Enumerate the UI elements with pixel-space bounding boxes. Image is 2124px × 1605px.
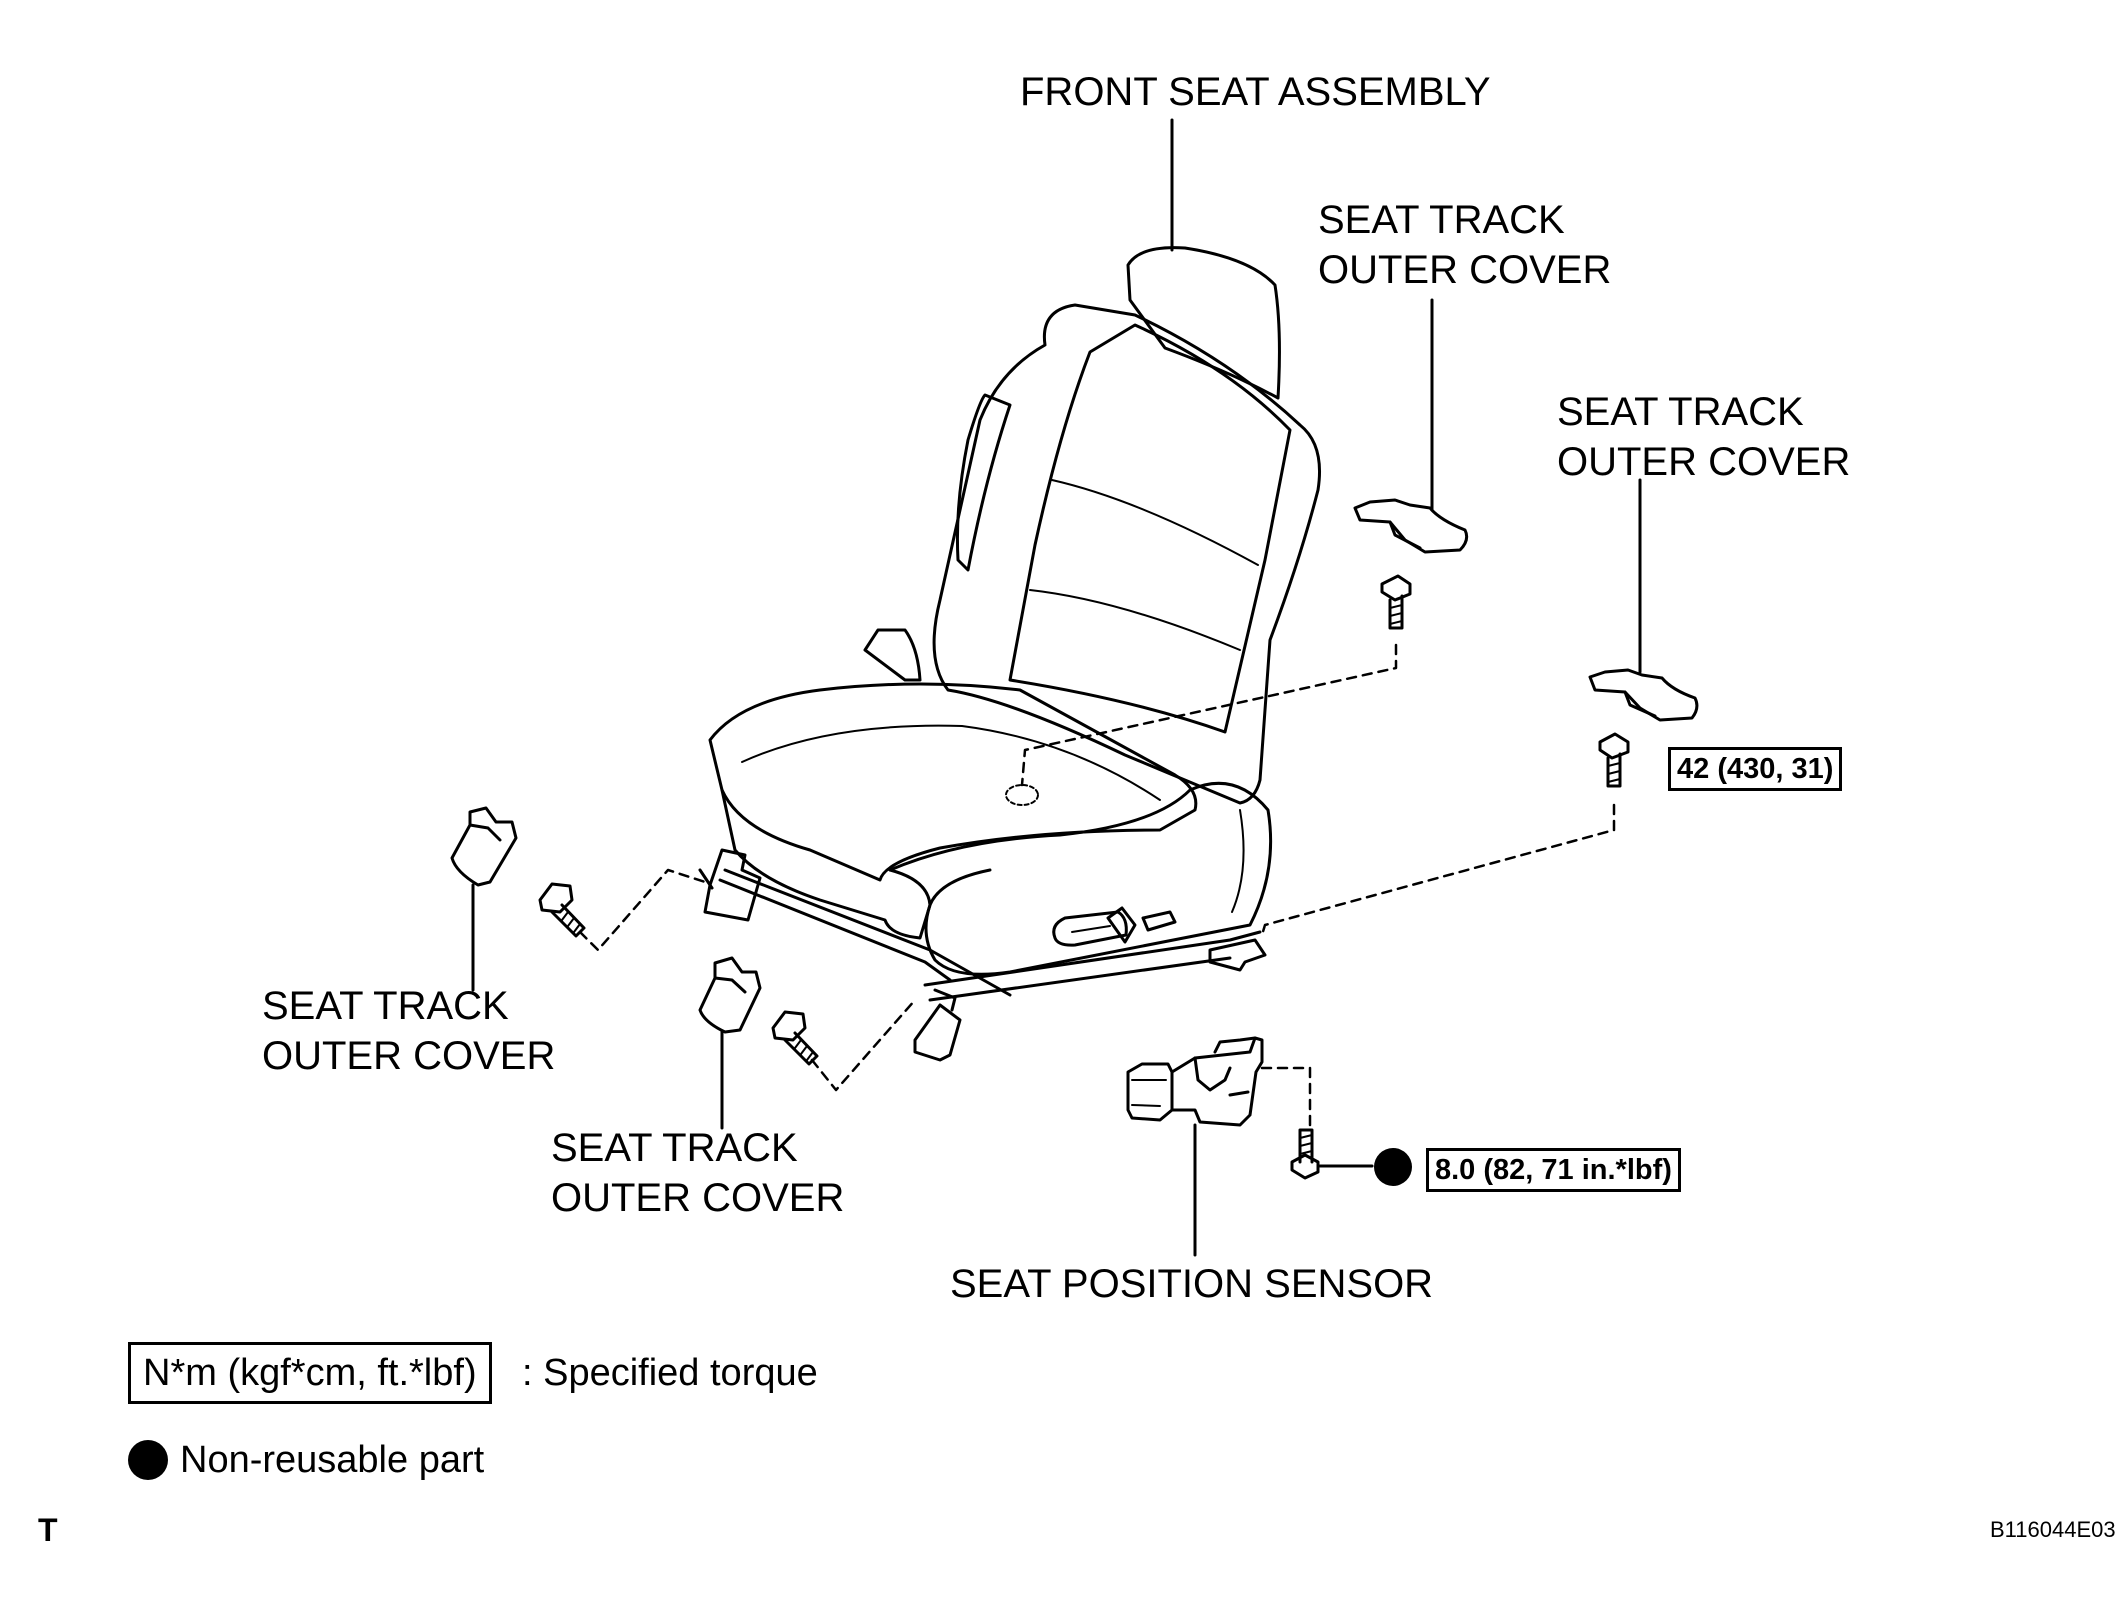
label-cover-front-line1: SEAT TRACK: [551, 1126, 798, 1170]
alignment-lines: [578, 643, 1616, 1127]
seat-track-cover-right-drawing: [1588, 668, 1699, 722]
seat-track-cover-left-drawing: [450, 806, 518, 887]
label-seat-position-sensor: SEAT POSITION SENSOR: [950, 1262, 1434, 1306]
torque-spec-seat-bolt: 42 (430, 31): [1668, 747, 1843, 791]
non-reusable-marker-icon: [1374, 1148, 1412, 1186]
label-cover-front-line2: OUTER COVER: [551, 1176, 845, 1220]
seat-track-cover-top-drawing: [1353, 498, 1469, 554]
label-cover-right-line1: SEAT TRACK: [1557, 390, 1804, 434]
leader-lines: [471, 118, 1642, 1257]
label-cover-left-line2: OUTER COVER: [262, 1034, 556, 1078]
bolt-seat-front-left-drawing: [538, 882, 586, 938]
label-cover-left-line1: SEAT TRACK: [262, 984, 509, 1028]
seat-track-cover-front-drawing: [698, 956, 762, 1034]
label-front-seat-assembly: FRONT SEAT ASSEMBLY: [1020, 70, 1491, 114]
label-cover-top-line2: OUTER COVER: [1318, 248, 1612, 292]
label-cover-top-line1: SEAT TRACK: [1318, 198, 1565, 242]
torque-spec-sensor-bolt: 8.0 (82, 71 in.*lbf): [1426, 1148, 1681, 1192]
legend-non-reusable-icon: [128, 1440, 168, 1480]
legend-torque-box: N*m (kgf*cm, ft.*lbf): [128, 1342, 492, 1404]
bolt-sensor-drawing: [1290, 1128, 1320, 1180]
bolt-seat-front-right-drawing: [771, 1010, 819, 1066]
bolt-seat-rear-right-drawing: [1380, 574, 1412, 630]
corner-letter: T: [38, 1512, 58, 1548]
figure-code: B116044E03: [1990, 1517, 2116, 1542]
legend-torque-text: : Specified torque: [522, 1352, 818, 1394]
front-seat-drawing: [698, 246, 1322, 1062]
label-cover-right-line2: OUTER COVER: [1557, 440, 1851, 484]
seat-position-sensor-drawing: [1126, 1036, 1264, 1127]
bolt-seat-rear-left-drawing: [1598, 732, 1630, 788]
legend-non-reusable-text: Non-reusable part: [180, 1439, 485, 1481]
